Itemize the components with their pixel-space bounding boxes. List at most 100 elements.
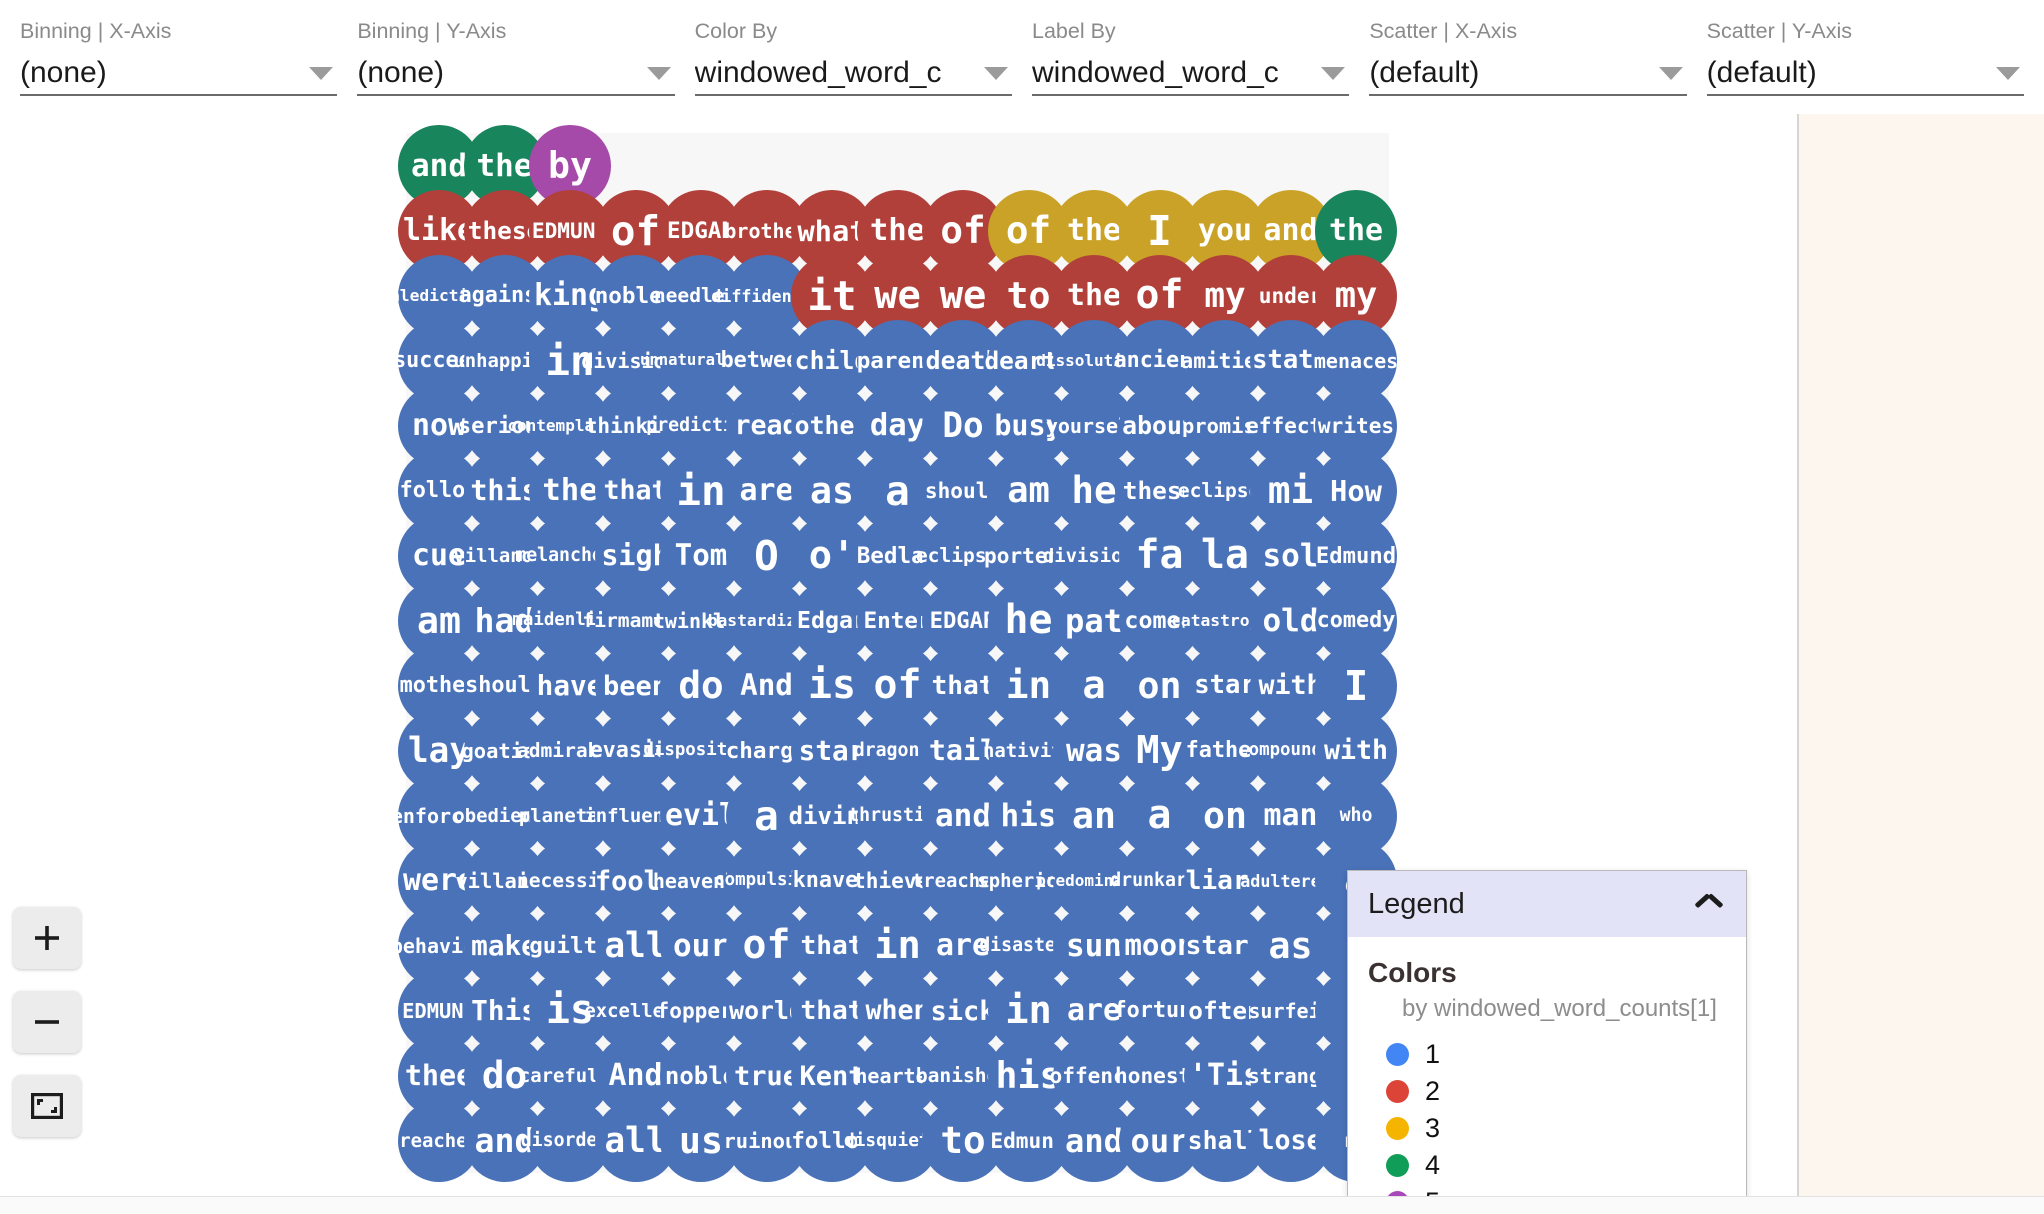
legend-item[interactable]: 1 xyxy=(1386,1037,1726,1071)
bubble-label: should xyxy=(924,478,1002,504)
bubble-label: and xyxy=(474,1121,535,1161)
control-binning-y-axis: Binning | Y-Axis(none) xyxy=(357,0,675,96)
bubble-label: as xyxy=(810,468,854,512)
legend-item[interactable]: 4 xyxy=(1386,1148,1726,1182)
chevron-down-icon[interactable] xyxy=(1658,66,1683,80)
bubble-label: in xyxy=(1005,663,1052,708)
bubble-point[interactable]: the xyxy=(856,190,939,272)
bubble-point[interactable]: the xyxy=(1315,190,1397,272)
legend-item[interactable]: 2 xyxy=(1386,1074,1726,1108)
bubble-label: in xyxy=(1005,987,1052,1033)
bubble-point[interactable]: writes xyxy=(1315,385,1397,467)
bubble-label: a xyxy=(1147,792,1172,839)
bubble-label: serious xyxy=(457,412,552,439)
bubble-label: now xyxy=(412,408,466,444)
bubble-label: behavior xyxy=(390,934,488,958)
bubble-point[interactable]: And xyxy=(594,1035,677,1117)
bubble-point[interactable]: Edmund xyxy=(1315,515,1397,597)
legend-item-list: 1 2 34 5 xyxy=(1368,1037,1726,1196)
bubble-point[interactable]: it xyxy=(791,255,873,337)
bubble-label: 'Tis xyxy=(1189,1058,1261,1094)
bubble-label: is xyxy=(546,987,594,1034)
bubble-label: what xyxy=(797,213,867,248)
bubble-label: of xyxy=(873,662,922,709)
chevron-down-icon[interactable] xyxy=(983,66,1008,80)
bubble-label: writes xyxy=(1317,413,1395,439)
label-by-select[interactable]: windowed_word_c xyxy=(1031,52,1350,96)
bubble-label: ancient xyxy=(1113,348,1206,374)
bubble-label: the xyxy=(869,212,926,248)
bubble-point[interactable]: tail xyxy=(922,710,1004,792)
legend-item-label: 2 xyxy=(1425,1075,1441,1106)
bubble-point[interactable]: and xyxy=(463,1100,546,1182)
bubble-label: sol xyxy=(1262,537,1319,574)
chevron-down-icon[interactable] xyxy=(309,66,334,80)
bubble-label: his xyxy=(1000,797,1057,834)
bubble-point[interactable]: How xyxy=(1315,450,1397,532)
bubble-point[interactable]: and xyxy=(1053,1100,1135,1182)
legend-color-swatch xyxy=(1386,1153,1409,1177)
legend-subtitle: by windowed_word_counts[1] xyxy=(1402,995,1717,1022)
legend-section-title: Colors xyxy=(1368,957,1457,988)
bubble-label: often xyxy=(1188,995,1262,1025)
bubble-label: cue xyxy=(412,538,466,574)
bubble-label: we xyxy=(874,272,921,318)
bubble-point[interactable]: against xyxy=(459,255,550,337)
chevron-down-icon[interactable] xyxy=(1995,66,2020,80)
bubble-label: And xyxy=(608,1058,663,1094)
bubble-label: follow xyxy=(791,1127,873,1154)
plus-icon xyxy=(35,926,59,950)
bubble-label: comedy xyxy=(1316,608,1396,634)
bubble-label: knaves xyxy=(792,868,872,894)
bottom-status-bar xyxy=(0,1196,2044,1214)
bubble-point[interactable]: thieves xyxy=(853,840,942,922)
chevron-down-icon[interactable] xyxy=(646,66,671,80)
bubble-label: in xyxy=(545,336,595,385)
bubble-label: all xyxy=(604,925,667,966)
binning-y-axis-select[interactable]: (none) xyxy=(357,52,675,96)
bubble-point[interactable]: yourself xyxy=(1046,385,1142,467)
bubble-label: man xyxy=(1263,798,1318,834)
bubble-point[interactable]: you xyxy=(1184,190,1266,272)
bubble-label: Tom xyxy=(674,538,728,573)
bubble-label: were xyxy=(403,863,475,899)
color-by-select[interactable]: windowed_word_c xyxy=(694,52,1012,96)
chevron-up-icon[interactable] xyxy=(1696,896,1722,912)
fit-to-screen-button[interactable] xyxy=(13,1075,81,1137)
bubble-point[interactable]: la xyxy=(1184,515,1266,597)
legend-panel: Legend Colors by windowed_word_counts[1]… xyxy=(1347,870,1747,1196)
bubble-point[interactable]: sun xyxy=(1053,905,1135,987)
bubble-label: hearted xyxy=(855,1064,940,1088)
right-side-panel xyxy=(1797,114,2044,1196)
bubble-point[interactable]: in xyxy=(660,450,742,532)
binning-y-axis-value: (none) xyxy=(357,56,445,89)
legend-item[interactable]: 3 xyxy=(1386,1111,1726,1145)
bubble-label: an xyxy=(1072,793,1116,837)
zoom-in-button[interactable] xyxy=(13,907,81,969)
bubble-label: between xyxy=(720,348,813,374)
bubble-label: fortune xyxy=(1113,998,1206,1024)
bubble-label: had xyxy=(474,601,535,641)
bubble-label: mi xyxy=(1267,468,1314,513)
bubble-label: succeed xyxy=(393,348,485,374)
legend-item[interactable]: 5 xyxy=(1386,1185,1726,1196)
scatter-x-axis-select[interactable]: (default) xyxy=(1369,52,1687,96)
bubble-label: the xyxy=(476,147,533,184)
bubble-label: sick xyxy=(930,995,996,1027)
bubble-label: brother xyxy=(724,219,809,243)
bubble-label: star xyxy=(1194,670,1256,701)
bubble-label: yourself xyxy=(1045,414,1143,438)
chevron-down-icon[interactable] xyxy=(1321,66,1346,80)
binning-x-axis-select[interactable]: (none) xyxy=(20,52,338,96)
legend-header[interactable]: Legend xyxy=(1348,871,1746,937)
bubble-point[interactable]: a xyxy=(1118,775,1201,857)
zoom-out-button[interactable] xyxy=(13,991,81,1053)
bubble-label: la xyxy=(1201,532,1249,579)
bubble-label: our xyxy=(1130,1121,1189,1160)
bubble-point[interactable]: lose xyxy=(1249,1100,1332,1182)
bubble-label: and xyxy=(935,797,991,834)
bubble-point[interactable]: serious xyxy=(458,385,551,467)
scatter-y-axis-select[interactable]: (default) xyxy=(1706,52,2024,96)
